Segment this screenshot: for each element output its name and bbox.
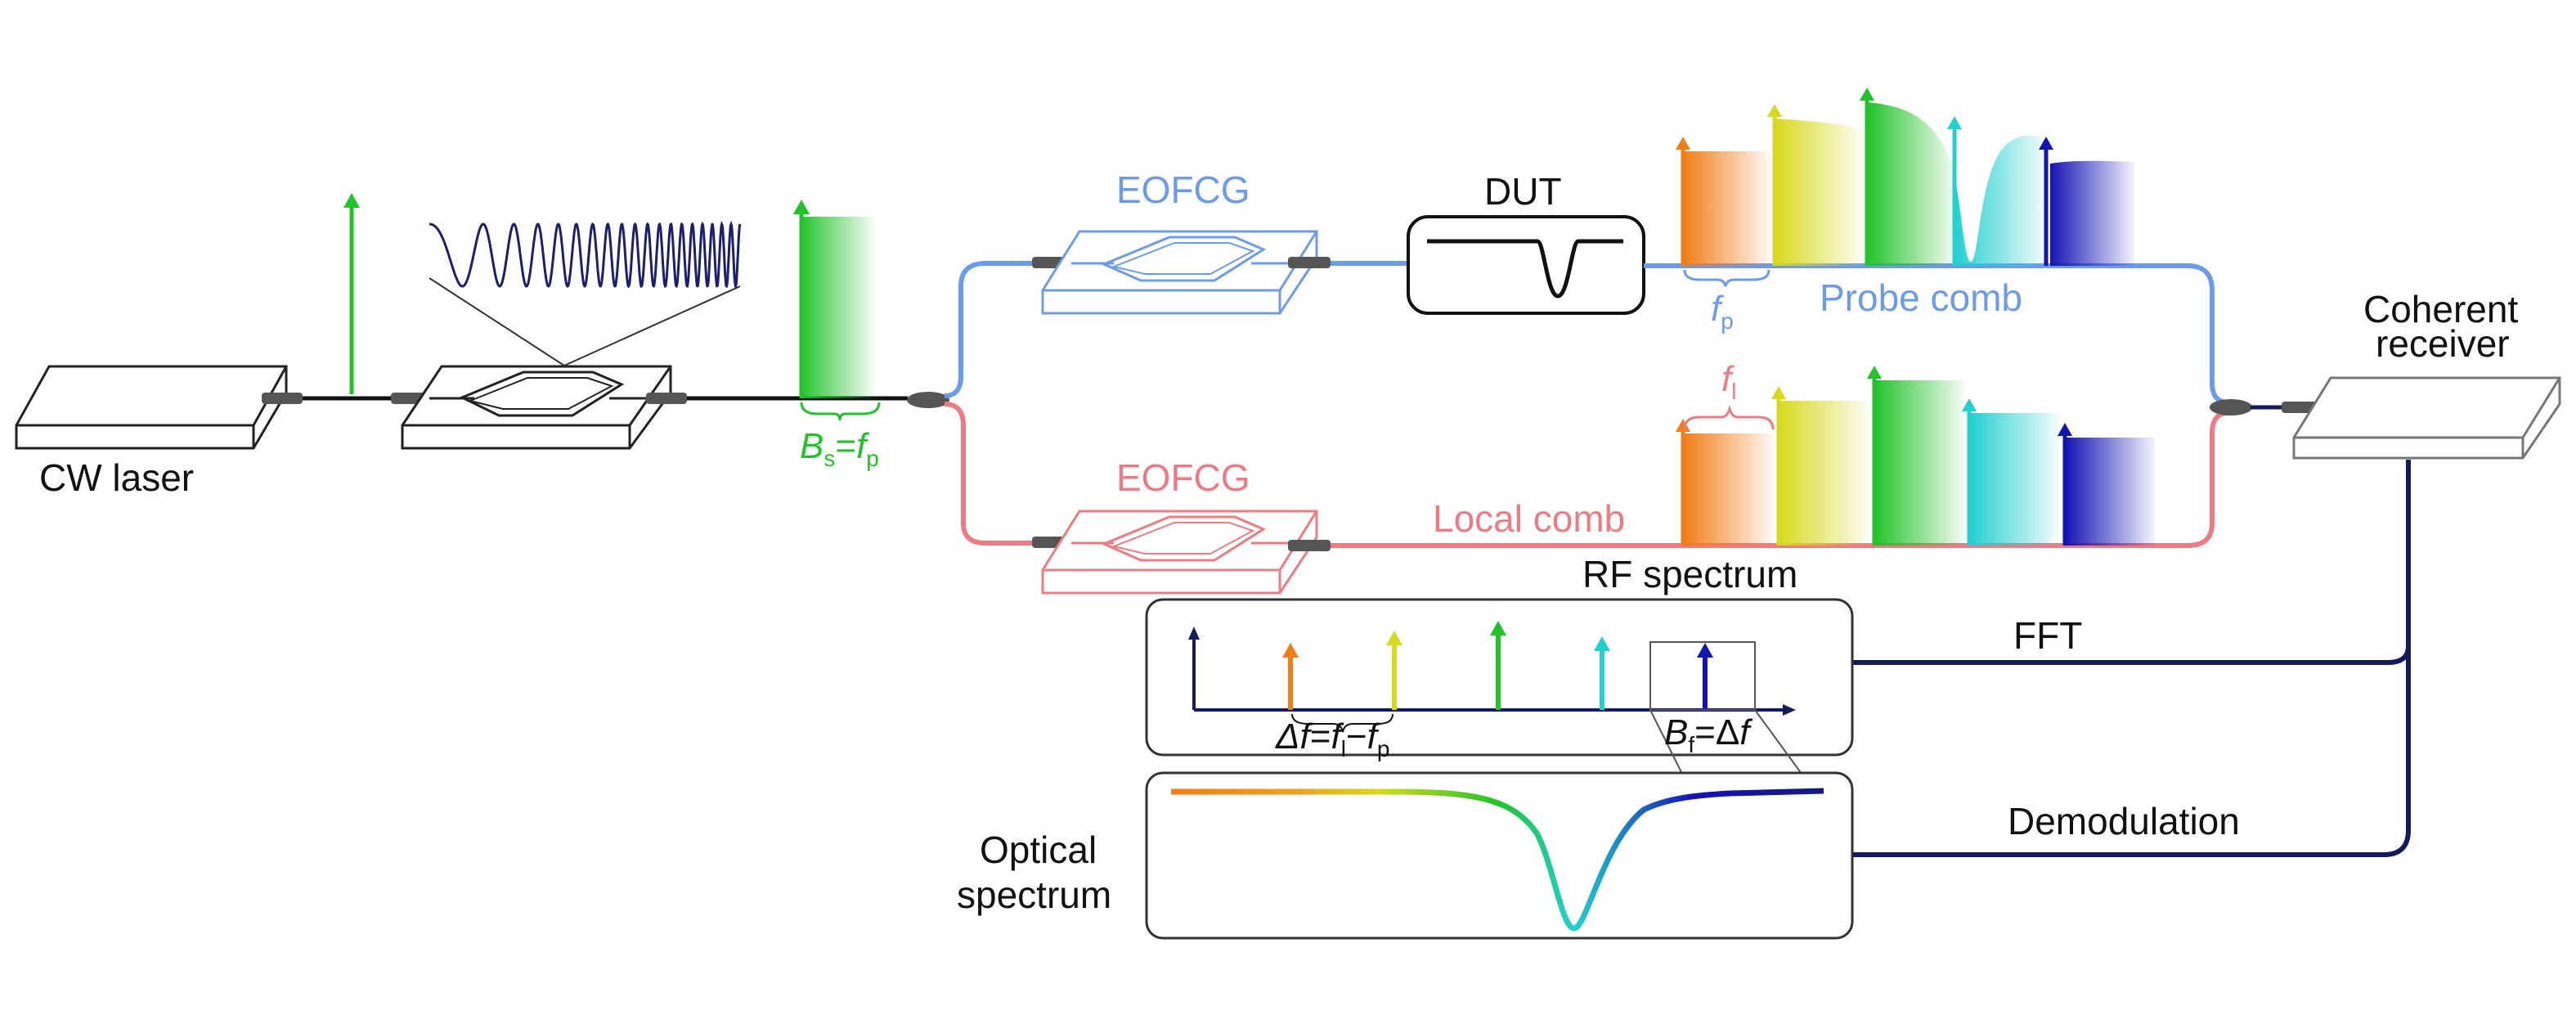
coherent-receiver-label-1: Coherent (2363, 288, 2518, 330)
cw-laser-label: CW laser (39, 456, 194, 499)
local-comb-label: Local comb (1433, 497, 1625, 540)
optical-spectrum-panel (1145, 771, 1854, 940)
local-comb (1676, 366, 2155, 546)
eofcg-bottom (1041, 510, 1318, 595)
coherent-receiver (2292, 376, 2561, 460)
local-fiber (2187, 411, 2229, 548)
delta-f-brace (1291, 713, 1393, 733)
fl-brace (1683, 404, 1775, 430)
optical-spectrum-label-1: Optical (980, 829, 1097, 871)
probe-fiber (944, 261, 1032, 398)
swept-band-arrow (793, 200, 810, 398)
probe-bar-yellow (1775, 119, 1863, 266)
probe-bar-blue (2050, 160, 2134, 266)
local-fiber (944, 402, 1032, 546)
connector (262, 393, 303, 404)
fl-label: fl (1721, 359, 1736, 404)
fiber-combiner (2210, 399, 2252, 415)
fft-label: FFT (2013, 614, 2082, 657)
connector (1288, 257, 1331, 268)
rf-spectrum-label: RF spectrum (1582, 553, 1797, 595)
cw-laser (15, 365, 288, 450)
chirp-waveform (429, 220, 742, 290)
fp-brace (1683, 269, 1770, 287)
demodulation-label: Demodulation (2008, 800, 2240, 842)
probe-comb (1676, 88, 2134, 266)
dut-label: DUT (1484, 170, 1562, 213)
eofcg-top-label: EOFCG (1116, 168, 1250, 211)
fft-line (1852, 638, 2411, 665)
connector (1288, 540, 1331, 551)
eofcg-top (1041, 230, 1318, 315)
dut-response-icon (1427, 239, 1623, 299)
dut-box (1407, 215, 1645, 315)
bf-label: Bf=Δf (1664, 712, 1753, 757)
bf-zoom-box (1649, 641, 1756, 711)
probe-bar-green (1867, 102, 1954, 266)
fiber-splitter (907, 392, 949, 408)
coherent-receiver-label-2: receiver (2376, 322, 2510, 365)
fp-label: fp (1711, 289, 1734, 334)
probe-bar-cyan (1954, 135, 2046, 266)
delta-f-label: Δf=fl−fp (1275, 716, 1389, 761)
rf-beat-notes (1282, 621, 1713, 710)
optical-spectrum-label-2: spectrum (957, 874, 1111, 916)
probe-bar-orange (1683, 151, 1770, 266)
zoom-line (429, 277, 565, 366)
bs-brace (800, 402, 881, 421)
bs-label: Bs=fp (800, 426, 879, 471)
probe-comb-label: Probe comb (1820, 276, 2022, 319)
cw-spectral-line (343, 193, 360, 394)
eofcg-bottom-label: EOFCG (1116, 456, 1250, 499)
demodulation-line (1852, 460, 2411, 857)
connector (646, 393, 687, 404)
zoom-line (563, 285, 741, 366)
probe-fiber (2187, 263, 2229, 405)
chirp-modulator (401, 365, 672, 450)
swept-band (800, 217, 877, 398)
optical-spectrum-curve (1171, 788, 1824, 932)
